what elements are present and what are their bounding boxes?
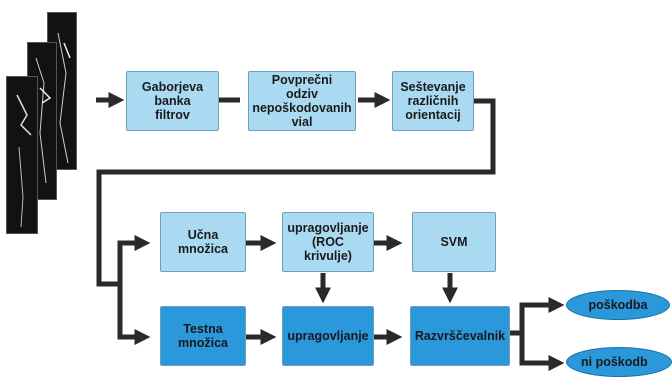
test-set-box: Testna množica xyxy=(160,306,246,366)
thresholding-roc-box: upragovljanje (ROC krivulje) xyxy=(282,212,374,272)
output-not-damaged: ni poškodb xyxy=(566,347,672,377)
classifier-box: Razvrščevalnik xyxy=(410,306,510,366)
input-image-1 xyxy=(6,76,38,234)
input-image-2 xyxy=(27,42,57,200)
arrow-split-to-test xyxy=(117,284,151,346)
orientation-sum-box: Seštevanje različnih orientacij xyxy=(392,71,474,131)
gabor-filter-bank-box: Gaborjeva banka filtrov xyxy=(126,71,219,131)
connector-orient-to-split xyxy=(96,98,496,287)
training-set-box: Učna množica xyxy=(160,212,246,272)
arrow-to-not-damaged xyxy=(519,333,565,372)
output-damaged: poškodba xyxy=(566,290,670,320)
arrow-split-to-train xyxy=(117,234,151,284)
average-response-box: Povprečni odziv nepoškodovanih vial xyxy=(248,71,356,131)
svm-box: SVM xyxy=(412,212,496,272)
thresholding-box: upragovljanje xyxy=(282,306,374,366)
arrow-to-damaged xyxy=(519,296,565,333)
